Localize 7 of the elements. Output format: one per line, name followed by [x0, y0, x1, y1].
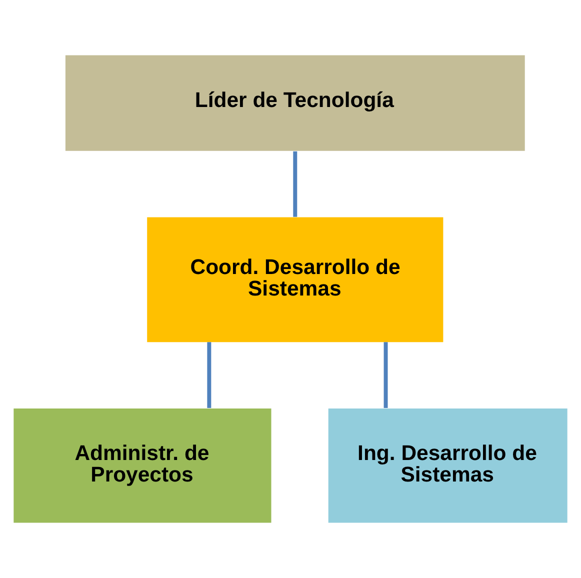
connector: [207, 342, 212, 408]
node-box: Coord. Desarrollo de Sistemas: [147, 217, 444, 342]
node-box: Administr. de Proyectos: [14, 408, 272, 523]
connector: [384, 342, 388, 408]
node-box: Líder de Tecnología: [65, 55, 525, 151]
node-box: Ing. Desarrollo de Sistemas: [328, 408, 568, 523]
connector: [293, 151, 298, 217]
